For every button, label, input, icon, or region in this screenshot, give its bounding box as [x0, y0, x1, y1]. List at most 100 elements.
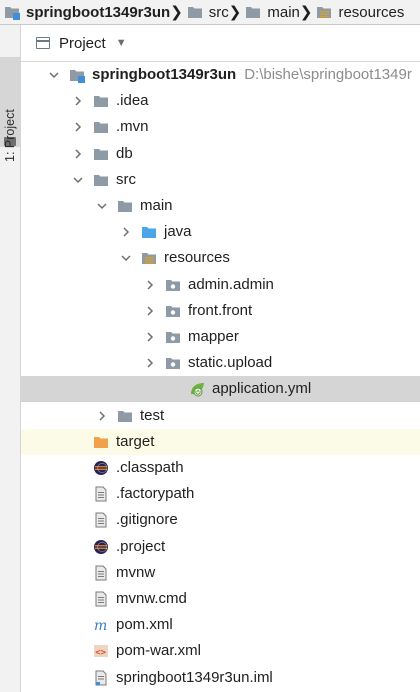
breadcrumb-item[interactable]: src — [183, 0, 229, 24]
tree-node[interactable]: .project — [21, 534, 420, 560]
chevron-right-icon[interactable] — [145, 306, 155, 316]
tree-node[interactable]: .classpath — [21, 455, 420, 481]
tree-node-label: pom.xml — [116, 615, 173, 635]
breadcrumb-label: resources — [338, 3, 405, 21]
project-view-icon — [36, 37, 50, 49]
folder-icon — [93, 172, 109, 188]
node-path: D:\bishe\springboot1349r — [244, 66, 412, 83]
panel-title[interactable]: Project — [59, 34, 106, 52]
node-name: admin.admin — [188, 275, 274, 293]
tree-node[interactable]: admin.admin — [21, 272, 420, 298]
chevron-right-icon[interactable] — [73, 122, 83, 132]
tree-node-label: springboot1349r3un.iml — [116, 668, 273, 688]
node-name: test — [140, 406, 165, 424]
tree-node[interactable]: springboot1349r3un D:\bishe\springboot134… — [21, 62, 420, 88]
breadcrumb-item[interactable]: springboot1349r3un — [0, 0, 170, 24]
node-name: front.front — [188, 301, 253, 319]
node-name: java — [164, 223, 192, 241]
chevron-right-icon[interactable] — [97, 411, 107, 421]
xml-file-icon: <> — [93, 643, 109, 659]
module-folder-icon — [4, 4, 20, 20]
text-file-icon — [93, 565, 109, 581]
tree-node[interactable]: application.yml — [21, 376, 420, 403]
chevron-right-icon[interactable] — [145, 332, 155, 342]
tree-node[interactable]: front.front — [21, 298, 420, 324]
breadcrumb-label: main — [267, 3, 300, 21]
chevron-right-icon[interactable] — [145, 358, 155, 368]
chevron-down-icon[interactable] — [49, 70, 59, 80]
chevron-down-icon[interactable]: ▼ — [115, 37, 127, 49]
tree-node[interactable]: java — [21, 219, 420, 245]
package-icon — [165, 303, 181, 319]
tree-node[interactable]: target — [21, 428, 420, 455]
breadcrumb-item[interactable]: resources — [312, 0, 404, 24]
tree-node[interactable]: test — [21, 403, 420, 429]
chevron-down-icon[interactable] — [97, 201, 107, 211]
node-name: .mvn — [116, 118, 149, 136]
node-name: .project — [116, 537, 166, 555]
folder-icon — [117, 198, 133, 214]
node-name: .classpath — [116, 459, 184, 476]
node-name: mvnw — [116, 563, 156, 581]
tree-node-label: .factorypath — [116, 484, 194, 504]
tree-node[interactable]: mvnw — [21, 560, 420, 586]
node-name: static.upload — [188, 354, 273, 372]
navigation-bar: springboot1349r3un❯src❯main❯resources — [0, 0, 420, 25]
tree-node[interactable]: resources — [21, 245, 420, 271]
tree-node[interactable]: .idea — [21, 88, 420, 114]
chevron-right-icon[interactable] — [145, 280, 155, 290]
node-name: db — [116, 144, 133, 162]
node-name: springboot1349r3un.iml — [116, 668, 273, 686]
tree-node-label: target — [116, 432, 154, 452]
node-name: src — [116, 170, 136, 188]
tree-node-label: .project — [116, 537, 165, 557]
tree-node-label: .idea — [116, 91, 149, 111]
resources-folder-icon — [316, 4, 332, 20]
tree-node[interactable]: mvnw.cmd — [21, 586, 420, 612]
tree-node-label: pom-war.xml — [116, 641, 201, 661]
chevron-right-icon[interactable] — [73, 149, 83, 159]
folder-icon — [245, 4, 261, 20]
tree-node[interactable]: static.upload — [21, 350, 420, 376]
tree-node[interactable]: db — [21, 141, 420, 167]
tree-node[interactable]: main — [21, 193, 420, 219]
tree-node[interactable]: mapper — [21, 324, 420, 350]
tree-node-label: front.front — [188, 301, 252, 321]
eclipse-icon — [93, 460, 109, 476]
tree-node[interactable]: springboot1349r3un.iml — [21, 665, 420, 691]
tree-node[interactable]: .mvn — [21, 114, 420, 140]
tree-node-label: springboot1349r3un D:\bishe\springboot134… — [92, 65, 412, 85]
tree-node[interactable]: .gitignore — [21, 507, 420, 533]
tool-window-strip: 1: Project — [0, 25, 21, 692]
node-name: target — [116, 432, 155, 450]
folder-icon — [93, 146, 109, 162]
breadcrumb-label: src — [208, 3, 229, 21]
package-icon — [165, 355, 181, 371]
tree-node[interactable]: .factorypath — [21, 481, 420, 507]
chevron-down-icon[interactable] — [73, 175, 83, 185]
folder-icon — [117, 408, 133, 424]
breadcrumb-item[interactable]: main — [241, 0, 300, 24]
node-name: mvnw.cmd — [116, 590, 187, 607]
chevron-right-icon[interactable] — [121, 227, 131, 237]
tree-node-label: mvnw.cmd — [116, 589, 187, 609]
node-name: .gitignore — [116, 511, 178, 529]
tree-node-label: .mvn — [116, 117, 149, 137]
folder-icon — [187, 4, 203, 20]
chevron-down-icon[interactable] — [121, 253, 131, 263]
project-tool-tab[interactable]: 1: Project — [0, 57, 20, 162]
tree-node[interactable]: src — [21, 167, 420, 193]
tree-node-label: mvnw — [116, 563, 155, 583]
chevron-right-icon: ❯ — [299, 4, 313, 21]
package-icon — [165, 277, 181, 293]
node-name: pom.xml — [116, 616, 173, 634]
chevron-right-icon: ❯ — [170, 4, 183, 21]
node-name: springboot1349r3un — [92, 66, 237, 83]
project-tool-tab-label: 1: Project — [3, 109, 17, 162]
folder-icon — [93, 119, 109, 135]
tree-node[interactable]: <> pom-war.xml — [21, 638, 420, 664]
chevron-right-icon[interactable] — [73, 96, 83, 106]
tree-node-label: test — [140, 406, 164, 426]
tree-node-label: mapper — [188, 327, 239, 347]
